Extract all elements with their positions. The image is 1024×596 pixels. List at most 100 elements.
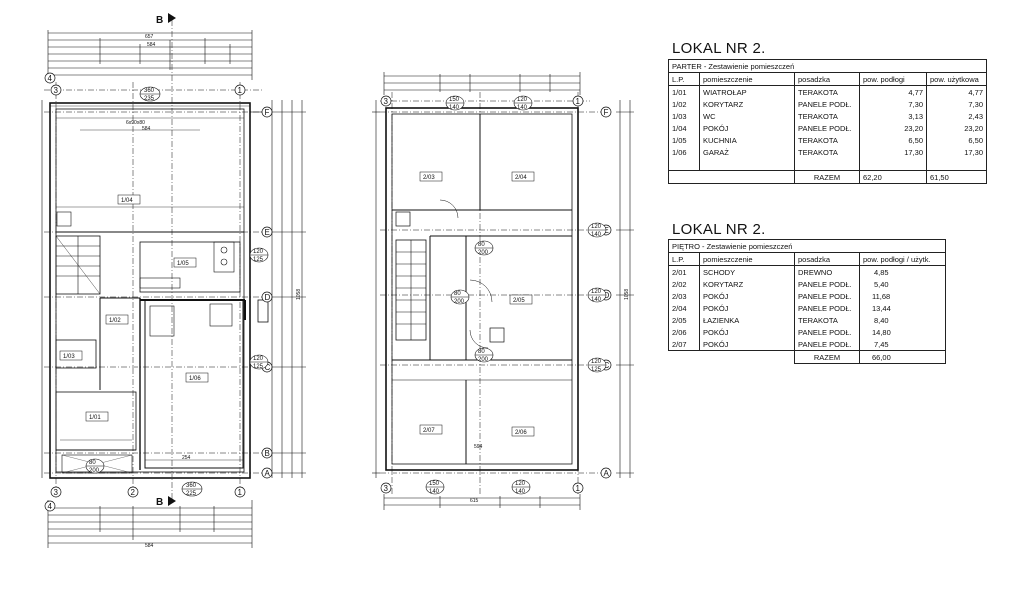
svg-text:A: A <box>604 469 610 478</box>
table-total-row: RAZEM 66,00 <box>669 350 946 364</box>
svg-text:80: 80 <box>478 242 485 248</box>
parter-room-table: PARTER - Zestawienie pomieszczeń L.P. po… <box>668 59 987 184</box>
svg-text:140: 140 <box>591 232 602 238</box>
section-marker-top: B <box>156 13 176 26</box>
svg-text:80: 80 <box>89 460 96 466</box>
svg-text:200: 200 <box>478 357 489 363</box>
room-label: 2/06 <box>515 430 527 436</box>
svg-text:1058: 1058 <box>624 289 630 300</box>
pietro-subtitle: PIĘTRO - Zestawienie pomieszczeń <box>668 239 946 253</box>
room-label: 1/06 <box>189 376 201 382</box>
svg-text:3: 3 <box>384 97 389 106</box>
room-label: 1/05 <box>177 261 189 267</box>
svg-text:3: 3 <box>54 488 59 497</box>
svg-text:150: 150 <box>449 97 460 103</box>
table-total-row: RAZEM 62,20 61,50 <box>668 170 987 184</box>
svg-text:2: 2 <box>131 488 136 497</box>
room-label: 1/01 <box>89 415 101 421</box>
svg-text:200: 200 <box>478 250 489 256</box>
header-room: pomieszczenie <box>699 72 795 86</box>
svg-text:F: F <box>604 108 609 117</box>
svg-text:150: 150 <box>429 481 440 487</box>
header-usable-area: pow. użytkowa <box>926 72 987 86</box>
svg-text:B: B <box>265 449 270 458</box>
svg-text:80: 80 <box>454 291 461 297</box>
svg-text:4: 4 <box>48 74 53 83</box>
room-label: 2/05 <box>513 298 525 304</box>
svg-text:584: 584 <box>145 543 154 549</box>
total-label: RAZEM <box>794 170 860 184</box>
room-label: 1/03 <box>63 354 75 360</box>
header-floor: posadzka <box>794 72 860 86</box>
svg-text:3: 3 <box>384 484 389 493</box>
svg-text:1058: 1058 <box>296 289 302 300</box>
svg-text:140: 140 <box>449 105 460 111</box>
svg-text:594: 594 <box>474 444 483 450</box>
svg-text:235: 235 <box>144 96 155 102</box>
svg-text:80: 80 <box>478 349 485 355</box>
svg-text:200: 200 <box>454 299 465 305</box>
svg-text:140: 140 <box>517 105 528 111</box>
svg-text:225: 225 <box>186 491 197 497</box>
section-marker-bottom: B <box>156 496 176 508</box>
svg-text:3: 3 <box>54 86 59 95</box>
header-lp: L.P. <box>668 252 700 266</box>
section-label-top: B <box>156 15 163 26</box>
room-label: 1/04 <box>121 198 133 204</box>
svg-text:360: 360 <box>186 483 197 489</box>
svg-text:120: 120 <box>253 356 264 362</box>
svg-text:D: D <box>604 291 610 300</box>
header-floor: posadzka <box>794 252 860 266</box>
total-usable-area: 61,50 <box>926 170 987 184</box>
svg-text:140: 140 <box>429 489 440 495</box>
svg-text:1: 1 <box>238 488 243 497</box>
ff-axis-bubbles: 3 1 3 1 F E D C A <box>380 95 612 494</box>
svg-text:657: 657 <box>145 34 154 40</box>
svg-text:254: 254 <box>182 455 191 461</box>
ff-room-labels: 2/03 2/04 2/05 2/06 2/07 <box>419 171 535 437</box>
ff-dimension-texts: 615 594 1058 <box>470 289 630 504</box>
parter-title: LOKAL NR 2. <box>672 40 766 57</box>
svg-text:120: 120 <box>517 97 528 103</box>
gf-axis-bubbles: 3 1 4 3 4 2 1 F E D C B A <box>44 72 273 512</box>
header-area: pow. podłogi / użytk. <box>859 252 946 266</box>
room-label: 2/03 <box>423 175 435 181</box>
svg-text:360: 360 <box>144 88 155 94</box>
total-area: 66,00 <box>859 350 946 364</box>
svg-text:125: 125 <box>253 364 264 370</box>
room-label: 1/02 <box>109 318 121 324</box>
svg-text:4: 4 <box>48 502 53 511</box>
gf-dimension-texts: 657 584 6x90x80 584 254 584 1058 <box>126 34 302 549</box>
svg-text:584: 584 <box>147 42 156 48</box>
parter-subtitle: PARTER - Zestawienie pomieszczeń <box>668 59 987 73</box>
svg-text:C: C <box>265 363 271 372</box>
svg-text:6x90x80: 6x90x80 <box>126 120 145 126</box>
svg-text:1: 1 <box>576 97 581 106</box>
svg-text:1: 1 <box>576 484 581 493</box>
svg-text:120: 120 <box>591 359 602 365</box>
room-label: 2/07 <box>423 428 435 434</box>
room-label: 2/04 <box>515 175 527 181</box>
table-row-spacer <box>668 158 987 171</box>
svg-text:615: 615 <box>470 498 479 504</box>
pietro-room-table: PIĘTRO - Zestawienie pomieszczeń L.P. po… <box>668 239 946 364</box>
ground-floor-plan <box>41 20 306 548</box>
svg-text:1: 1 <box>238 86 243 95</box>
svg-text:125: 125 <box>591 367 602 373</box>
svg-text:C: C <box>604 361 610 370</box>
svg-text:120: 120 <box>591 224 602 230</box>
ff-opening-markers: 150 140 120 140 150 140 120 140 120 140 … <box>425 95 607 495</box>
svg-text:200: 200 <box>89 468 100 474</box>
svg-text:140: 140 <box>591 297 602 303</box>
svg-text:584: 584 <box>142 126 151 132</box>
